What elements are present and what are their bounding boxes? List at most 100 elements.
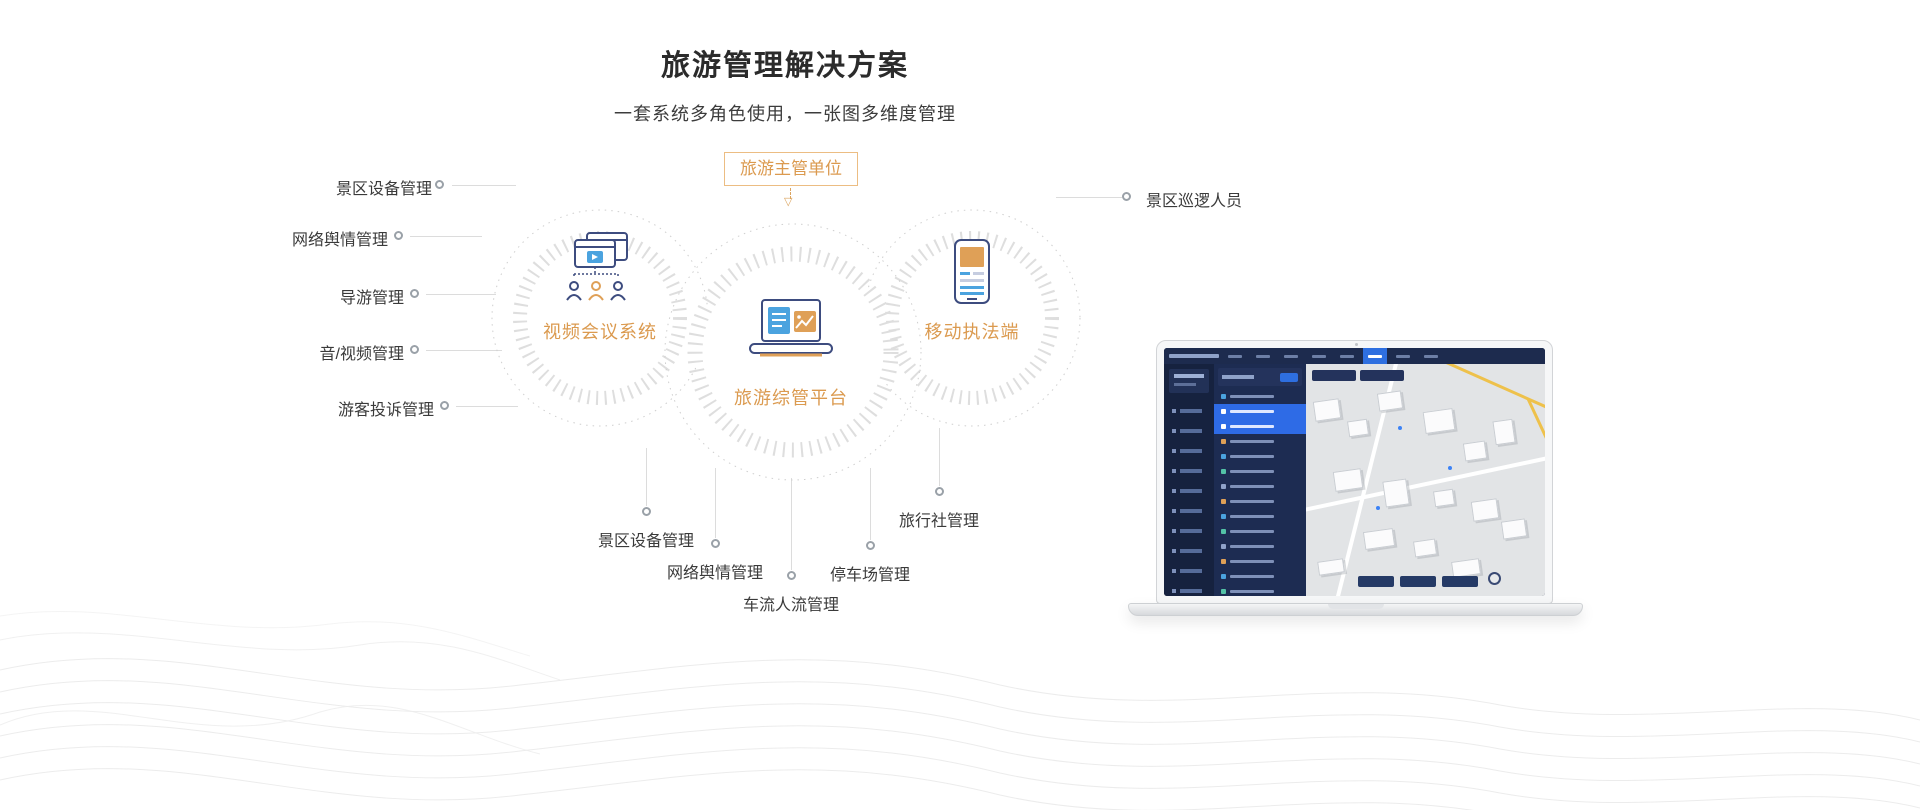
left-label-2: 网络舆情管理 (291, 232, 388, 249)
map-building (1382, 478, 1410, 508)
map-marker (1376, 506, 1380, 510)
laptop-base-notch (1327, 604, 1384, 609)
panel-row (1214, 389, 1306, 404)
connector-line (452, 185, 516, 186)
sidebar-menu-row (1172, 529, 1208, 533)
bottom-label-2: 网络舆情管理 (666, 565, 763, 582)
connector-dot (787, 571, 796, 580)
arrow-down-icon: ▽ (784, 196, 793, 208)
dashboard-sidebar (1164, 364, 1214, 596)
connector-line (646, 448, 647, 506)
connector-line (1056, 197, 1122, 198)
left-label-4: 音/视频管理 (319, 346, 404, 363)
map-marker (1398, 426, 1402, 430)
panel-row (1214, 554, 1306, 569)
sidebar-menu-row (1172, 549, 1208, 553)
connector-dot (866, 541, 875, 550)
map-building (1470, 498, 1500, 522)
laptop-base (1128, 603, 1583, 616)
bottom-label-1: 景区设备管理 (597, 533, 694, 550)
video-conference-icon (566, 232, 628, 301)
map-building (1376, 390, 1404, 412)
dashboard-tab (1391, 348, 1415, 364)
panel-row (1214, 479, 1306, 494)
sidebar-menu-row (1172, 509, 1208, 513)
laptop-screen (1156, 340, 1553, 604)
smartphone-icon (954, 239, 990, 304)
sidebar-menu-row (1172, 569, 1208, 573)
connector-dot (440, 401, 449, 410)
dashboard-screenshot (1164, 348, 1545, 596)
map-bottom-button (1442, 576, 1478, 587)
connector-line (870, 468, 871, 540)
map-bottom-button (1358, 576, 1394, 587)
connector-line (715, 468, 716, 538)
map-compass-icon (1488, 572, 1501, 585)
sidebar-menu-row (1172, 409, 1208, 413)
dashboard-body (1164, 364, 1545, 596)
laptop-mockup (1128, 340, 1583, 622)
sidebar-menu-row (1172, 589, 1208, 593)
connector-line (456, 406, 518, 407)
connector-dot (394, 231, 403, 240)
panel-row (1214, 494, 1306, 509)
panel-row (1214, 569, 1306, 584)
dashboard-topbar (1164, 348, 1545, 364)
panel-row (1214, 449, 1306, 464)
dashboard-map-view (1306, 364, 1545, 596)
contour-waves-background (0, 610, 1920, 810)
dashboard-tab (1335, 348, 1359, 364)
connector-line (426, 294, 496, 295)
map-building (1462, 440, 1488, 462)
panel-row (1214, 464, 1306, 479)
map-building (1312, 398, 1342, 422)
page-title: 旅游管理解决方案 (660, 50, 909, 82)
connector-dot (711, 539, 720, 548)
map-building (1346, 418, 1370, 438)
map-building (1332, 468, 1364, 492)
dashboard-list-panel (1214, 364, 1306, 596)
dashboard-tab (1307, 348, 1331, 364)
panel-row (1214, 539, 1306, 554)
map-bottom-button (1400, 576, 1436, 587)
map-building (1492, 418, 1516, 446)
sidebar-menu-row (1172, 469, 1208, 473)
left-label-3: 导游管理 (339, 290, 404, 307)
bottom-label-4: 停车场管理 (829, 567, 910, 584)
connector-dot (435, 180, 444, 189)
map-building (1432, 488, 1456, 508)
connector-dot (642, 507, 651, 516)
connector-line (410, 236, 482, 237)
arrow-line (790, 188, 791, 199)
node-label-mobile: 移动执法端 (924, 322, 1020, 342)
map-marker (1448, 466, 1452, 470)
sidebar-menu-row (1172, 489, 1208, 493)
dashboard-tab-active (1363, 348, 1387, 364)
map-highway (1419, 364, 1545, 414)
map-building (1422, 408, 1456, 434)
laptop-camera-dot (1354, 343, 1358, 346)
map-building (1451, 558, 1481, 578)
left-label-5: 游客投诉管理 (337, 402, 434, 419)
connector-line (426, 350, 502, 351)
page-subtitle: 一套系统多角色使用，一张图多维度管理 (614, 104, 956, 124)
connector-dot (1122, 192, 1131, 201)
sidebar-menu-row (1172, 429, 1208, 433)
connector-dot (935, 487, 944, 496)
panel-row (1214, 524, 1306, 539)
connector-dot (410, 289, 419, 298)
map-building (1500, 518, 1528, 540)
node-label-video: 视频会议系统 (543, 322, 657, 342)
panel-row (1214, 509, 1306, 524)
right-label-1: 景区巡逻人员 (1146, 193, 1243, 210)
panel-row (1214, 584, 1306, 596)
header: 旅游管理解决方案 一套系统多角色使用，一张图多维度管理 (0, 42, 1570, 126)
dashboard-tab (1251, 348, 1275, 364)
panel-row-selected (1214, 419, 1306, 434)
connector-dot (410, 345, 419, 354)
map-building (1362, 528, 1396, 550)
panel-header (1218, 368, 1302, 386)
dashboard-logo (1169, 354, 1219, 358)
panel-row-selected (1214, 404, 1306, 419)
